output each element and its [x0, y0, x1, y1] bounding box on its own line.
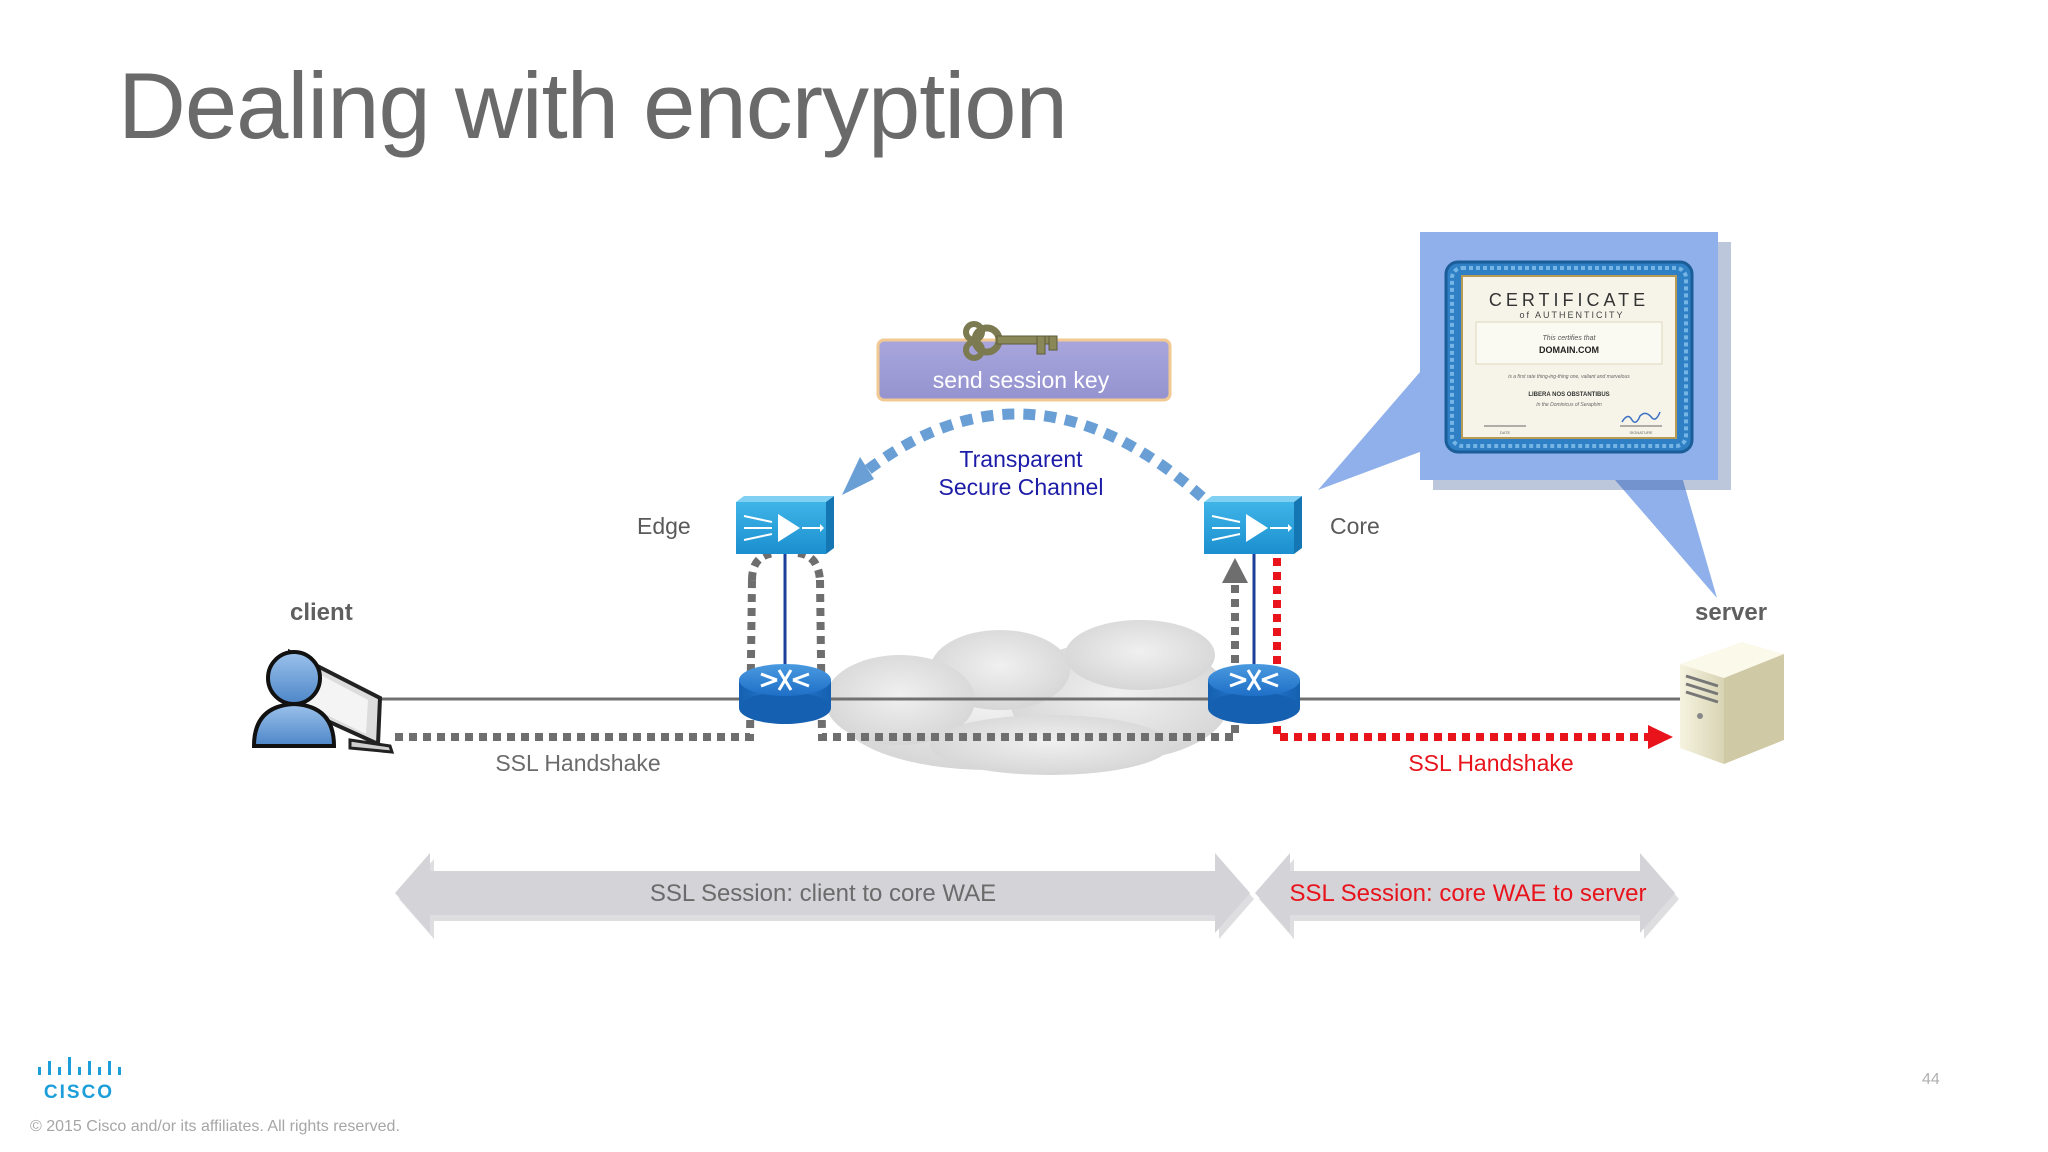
channel-label-line2: Secure Channel	[939, 474, 1104, 500]
edge-router-icon	[739, 664, 831, 724]
channel-arrowhead	[842, 457, 874, 495]
core-router-icon	[1208, 664, 1300, 724]
cisco-logo-text: CISCO	[44, 1082, 114, 1101]
cisco-logo: CISCO	[38, 1057, 121, 1101]
grey-arrowhead	[1222, 558, 1248, 583]
handshake-right-label: SSL Handshake	[1408, 750, 1573, 776]
handshake-left-label: SSL Handshake	[495, 750, 660, 776]
session-left-label: SSL Session: client to core WAE	[650, 880, 996, 907]
core-label: Core	[1330, 513, 1380, 539]
red-arrowhead	[1648, 725, 1673, 749]
session-arrow-left	[395, 853, 1254, 939]
session-right-label: SSL Session: core WAE to server	[1289, 880, 1646, 907]
certificate-title: CERTIFICATE	[1489, 290, 1649, 310]
channel-label-line1: Transparent	[959, 446, 1083, 472]
client-label: client	[290, 599, 353, 626]
core-wae-icon	[1204, 496, 1302, 554]
session-arrow-right	[1255, 853, 1679, 939]
certificate-icon: CERTIFICATE of AUTHENTICITY This certifi…	[1444, 260, 1694, 454]
key-icon	[963, 321, 1058, 361]
certificate-subtitle: of AUTHENTICITY	[1519, 310, 1624, 320]
certificate-sign-label: SIGNATURE	[1629, 430, 1652, 435]
certificate-certifies: This certifies that	[1543, 335, 1597, 342]
edge-wae-icon	[736, 496, 834, 554]
handshake-path-red	[1273, 558, 1648, 741]
edge-label: Edge	[637, 513, 691, 539]
certificate-note: In the Dominicus of Seraphim	[1536, 402, 1602, 408]
slide-title: Dealing with encryption	[118, 53, 1068, 158]
certificate-body: is a first rate thing-ing-thing one, val…	[1508, 374, 1630, 380]
server-label: server	[1695, 599, 1767, 626]
certificate-date-label: DATE	[1500, 430, 1511, 435]
page-number: 44	[1922, 1071, 1940, 1088]
client-user-icon	[251, 650, 337, 748]
copyright-notice: © 2015 Cisco and/or its affiliates. All …	[30, 1118, 400, 1135]
certificate-domain: DOMAIN.COM	[1539, 345, 1599, 355]
certificate-motto: LIBERA NOS OBSTANTIBUS	[1528, 392, 1609, 398]
server-icon	[1680, 642, 1784, 764]
send-session-key-label: send session key	[933, 367, 1110, 393]
transparent-channel-arc	[851, 408, 1206, 502]
